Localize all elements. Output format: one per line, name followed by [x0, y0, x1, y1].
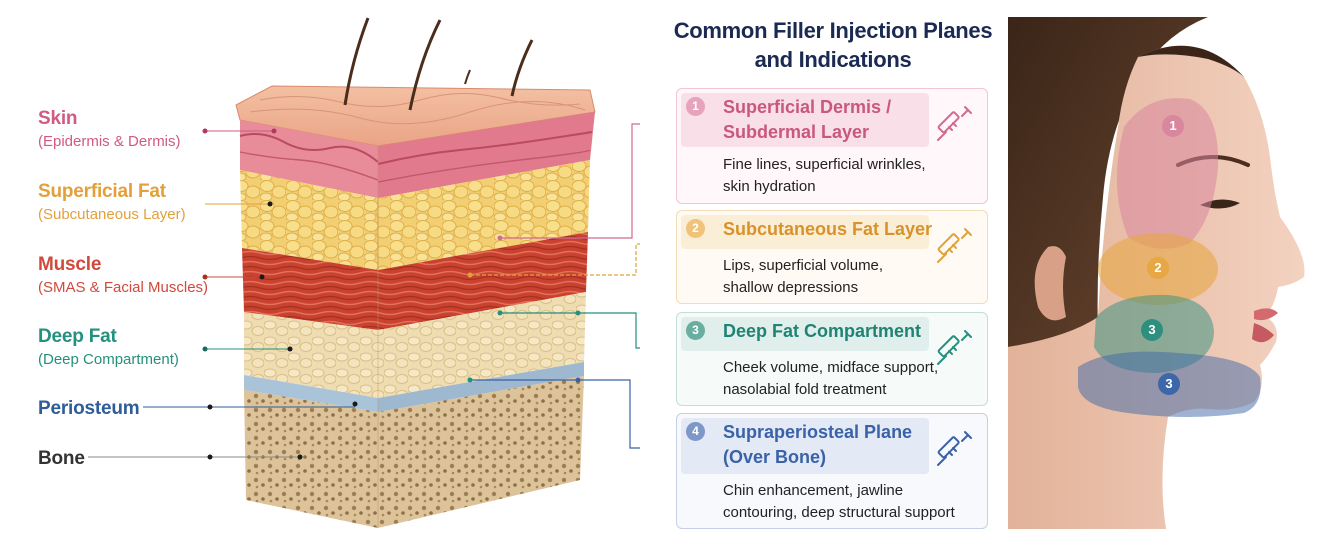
- title-line-1: Common Filler Injection Planes: [673, 18, 993, 43]
- face-zone-badge: 1: [1162, 115, 1184, 137]
- plane-number-badge: 4: [686, 422, 705, 441]
- plane-desc-line-2: nasolabial fold treatment: [723, 381, 887, 398]
- layer-sub: (Epidermis & Dermis): [38, 133, 181, 150]
- syringe-icon: [937, 106, 972, 141]
- layer-label-periosteum: Periosteum: [38, 397, 140, 420]
- plane-desc-line-2: skin hydration: [723, 178, 816, 195]
- layer-sub: (Subcutaneous Layer): [38, 206, 186, 223]
- layer-sub: (SMAS & Facial Muscles): [38, 279, 209, 296]
- plane-description: Cheek volume, midface support, nasolabia…: [723, 357, 938, 401]
- plane-title: Supraperiosteal Plane (Over Bone): [723, 420, 912, 470]
- plane-title: Superficial Dermis / Subdermal Layer: [723, 95, 891, 145]
- plane-number-badge: 3: [686, 321, 705, 340]
- diagram-title: Common Filler Injection Planes and Indic…: [668, 16, 998, 74]
- plane-description: Fine lines, superficial wrinkles, skin h…: [723, 154, 926, 198]
- layer-name: Skin: [38, 108, 78, 129]
- plane-card-4: 4 Supraperiosteal Plane (Over Bone) Chin…: [676, 413, 988, 529]
- plane-card-1: 1 Superficial Dermis / Subdermal Layer F…: [676, 88, 988, 204]
- card-header: [681, 418, 929, 474]
- face-profile-illustration: [1008, 17, 1305, 529]
- plane-title-line-2: Subdermal Layer: [723, 122, 870, 142]
- plane-desc-line-1: Fine lines, superficial wrinkles,: [723, 156, 926, 173]
- layer-label-skin: Skin (Epidermis & Dermis): [38, 107, 181, 152]
- plane-title-line-1: Supraperiosteal Plane: [723, 422, 913, 442]
- plane-desc-line-2: shallow depressions: [723, 279, 859, 296]
- syringe-icon: [937, 431, 972, 466]
- layer-label-bone: Bone: [38, 447, 85, 470]
- layer-name: Muscle: [38, 254, 102, 275]
- layer-name: Periosteum: [38, 398, 140, 419]
- plane-title-line-1: Superficial Dermis /: [723, 97, 892, 117]
- plane-desc-line-1: Lips, superficial volume,: [723, 257, 884, 274]
- plane-desc-line-2: contouring, deep structural support: [723, 504, 955, 521]
- syringe-icon: [937, 228, 972, 263]
- title-line-2: and Indications: [754, 47, 912, 72]
- plane-number-badge: 2: [686, 219, 705, 238]
- syringe-icon: [937, 330, 972, 365]
- plane-desc-line-1: Chin enhancement, jawline: [723, 482, 904, 499]
- plane-number-badge: 1: [686, 97, 705, 116]
- plane-title: Deep Fat Compartment: [723, 319, 921, 344]
- plane-description: Chin enhancement, jawline contouring, de…: [723, 480, 955, 524]
- layer-label-muscle: Muscle (SMAS & Facial Muscles): [38, 253, 208, 298]
- layer-label-superficial-fat: Superficial Fat (Subcutaneous Layer): [38, 180, 186, 225]
- plane-card-3: 3 Deep Fat Compartment Cheek volume, mid…: [676, 312, 988, 406]
- layer-name: Bone: [38, 448, 85, 469]
- layer-label-deep-fat: Deep Fat (Deep Compartment): [38, 325, 179, 370]
- plane-title-line-1: Subcutaneous Fat Layer: [723, 219, 933, 239]
- layer-sub: (Deep Compartment): [38, 351, 179, 368]
- plane-title-line-1: Deep Fat Compartment: [723, 321, 922, 341]
- plane-title-line-2: (Over Bone): [723, 447, 827, 467]
- layer-name: Deep Fat: [38, 326, 117, 347]
- plane-description: Lips, superficial volume, shallow depres…: [723, 255, 883, 299]
- plane-desc-line-1: Cheek volume, midface support,: [723, 359, 939, 376]
- face-zone-badge: 3: [1158, 373, 1180, 395]
- skin-layers-illustration: [88, 17, 640, 528]
- plane-card-2: 2 Subcutaneous Fat Layer Lips, superfici…: [676, 210, 988, 304]
- card-header: [681, 317, 929, 351]
- face-zone-badge: 3: [1141, 319, 1163, 341]
- layer-name: Superficial Fat: [38, 181, 166, 202]
- card-header: [681, 93, 929, 147]
- face-zone-badge: 2: [1147, 257, 1169, 279]
- card-header: [681, 215, 929, 249]
- plane-title: Subcutaneous Fat Layer: [723, 217, 932, 242]
